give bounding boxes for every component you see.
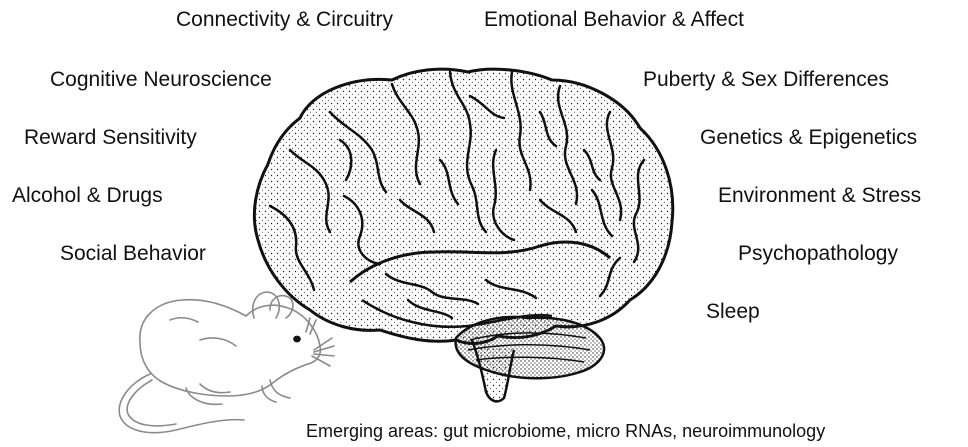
rat-front-paw [262,380,290,402]
label-social-behavior: Social Behavior [60,242,206,266]
label-cognitive-neuroscience: Cognitive Neuroscience [50,68,272,92]
rat-tail [119,374,244,433]
label-puberty-sex-differences: Puberty & Sex Differences [643,68,889,92]
label-reward-sensitivity: Reward Sensitivity [24,126,197,150]
label-psychopathology: Psychopathology [738,242,898,266]
label-emotional-behavior-affect: Emotional Behavior & Affect [484,8,744,32]
brain-outline [254,69,672,343]
brainstem [472,340,514,401]
emerging-areas-caption: Emerging areas: gut microbiome, micro RN… [306,420,825,442]
label-genetics-epigenetics: Genetics & Epigenetics [700,126,917,150]
label-connectivity-circuitry: Connectivity & Circuitry [176,8,393,32]
label-environment-stress: Environment & Stress [718,184,921,208]
rat-eye [294,336,300,341]
rat-body [140,300,321,396]
label-alcohol-drugs: Alcohol & Drugs [12,184,163,208]
label-sleep: Sleep [706,300,760,324]
rat-illustration [119,292,334,433]
